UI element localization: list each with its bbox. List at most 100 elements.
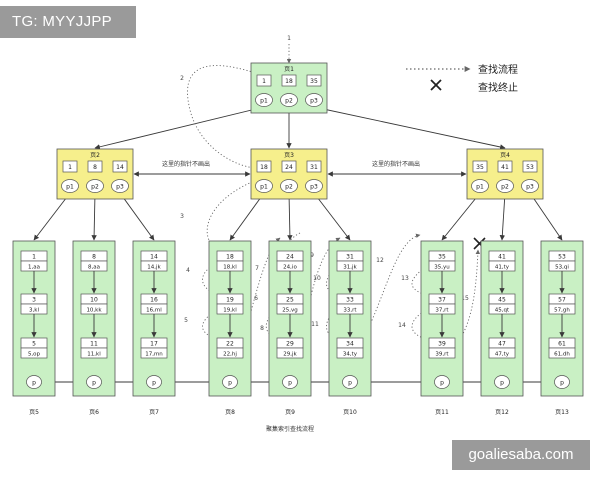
key-value: 18 (260, 164, 268, 171)
record-data: 41,ty (495, 265, 510, 271)
leaf-label: 页6 (89, 409, 99, 416)
record-key: 11 (90, 341, 98, 348)
search-flow-path (202, 259, 226, 299)
record-data: 8,aa (88, 265, 100, 271)
pointer-cell (521, 179, 539, 193)
record-key: 10 (90, 297, 98, 304)
record-data-cell (428, 347, 456, 359)
record-key: 24 (286, 254, 294, 261)
internal-to-leaf-edge (229, 192, 265, 241)
leaf-pointer-cell (222, 375, 238, 389)
record-data: 31,jk (343, 265, 357, 271)
record-key: 35 (438, 254, 446, 261)
internal-to-leaf-edge (441, 192, 481, 241)
leaf-pointer-cell (494, 375, 510, 389)
record-key: 8 (92, 254, 96, 261)
record-data-cell (80, 347, 108, 359)
leaf-pointer: p (288, 380, 292, 387)
pointer-label: p1 (66, 184, 74, 191)
pointer-cell (61, 179, 79, 193)
record-data-cell (216, 347, 244, 359)
record-data: 1,aa (28, 265, 40, 271)
record-data-cell (488, 347, 516, 359)
leaf-label: 页9 (285, 409, 295, 416)
key-value: 1 (68, 164, 72, 171)
record-key: 3 (32, 297, 36, 304)
record-key: 33 (346, 297, 354, 304)
pointer-label: p3 (526, 184, 534, 191)
record-data: 14,jk (147, 265, 161, 271)
flow-step-number: 9 (310, 252, 314, 259)
record-data: 47,ty (495, 352, 510, 358)
record-data: 25,vg (282, 308, 298, 314)
tree-edges (33, 106, 563, 385)
record-key: 22 (226, 341, 234, 348)
leaf-pointer: p (152, 380, 156, 387)
record-data: 61,dh (554, 352, 570, 358)
page-title: 页2 (90, 152, 100, 159)
pointer-label: p3 (116, 184, 124, 191)
internal-to-leaf-edge (91, 192, 97, 241)
key-value: 53 (526, 164, 534, 171)
key-value: 31 (310, 164, 318, 171)
page-title: 页4 (500, 152, 510, 159)
leaf-label: 页10 (343, 409, 357, 416)
record-key: 61 (558, 341, 566, 348)
flow-step-number: 12 (376, 257, 384, 264)
leaf-pointer-cell (146, 375, 162, 389)
pointer-label: p3 (310, 98, 318, 105)
internal-to-leaf-edge (119, 192, 155, 241)
record-key: 47 (498, 341, 506, 348)
leaf-label: 页7 (149, 409, 159, 416)
leaf-pointer-cell (342, 375, 358, 389)
pointer-label: p2 (285, 184, 293, 191)
leaf-pointer: p (32, 380, 36, 387)
root-to-internal-edge (94, 106, 265, 150)
record-data: 11,kl (87, 352, 101, 358)
flow-step-number: 14 (398, 322, 406, 329)
pointer-cell (255, 93, 273, 107)
leaf-label: 页12 (495, 409, 509, 416)
internal-to-leaf-edge (313, 192, 351, 241)
search-flow-path (202, 305, 226, 343)
flow-step-number: 13 (401, 275, 409, 282)
flow-step-number: 3 (180, 213, 184, 220)
record-data-cell (548, 347, 576, 359)
left-pointer-note: 这里的指针不画出 (162, 160, 210, 168)
record-data: 57,gh (554, 308, 570, 314)
legend-search-flow: 查找流程 (478, 63, 518, 76)
key-value: 35 (476, 164, 484, 171)
key-cell (62, 160, 78, 173)
leaf-pointer: p (348, 380, 352, 387)
record-data: 5,op (28, 352, 41, 358)
record-data: 19,kl (223, 308, 237, 314)
leaf-pointer: p (560, 380, 564, 387)
record-key: 14 (150, 254, 158, 261)
pointer-label: p1 (260, 184, 268, 191)
leaf-label: 页11 (435, 409, 449, 416)
record-data-cell (20, 347, 48, 359)
record-data-cell (336, 347, 364, 359)
pointer-label: p2 (91, 184, 99, 191)
pointer-label: p1 (260, 98, 268, 105)
record-data: 45,qt (495, 308, 510, 314)
leaf-label: 页8 (225, 409, 235, 416)
key-cell (497, 160, 513, 173)
leaf-pointer-cell (554, 375, 570, 389)
key-cell (306, 160, 322, 173)
key-cell (256, 160, 272, 173)
record-data-cell (140, 347, 168, 359)
flow-step-number: 4 (186, 267, 190, 274)
record-key: 16 (150, 297, 158, 304)
key-value: 14 (116, 164, 124, 171)
